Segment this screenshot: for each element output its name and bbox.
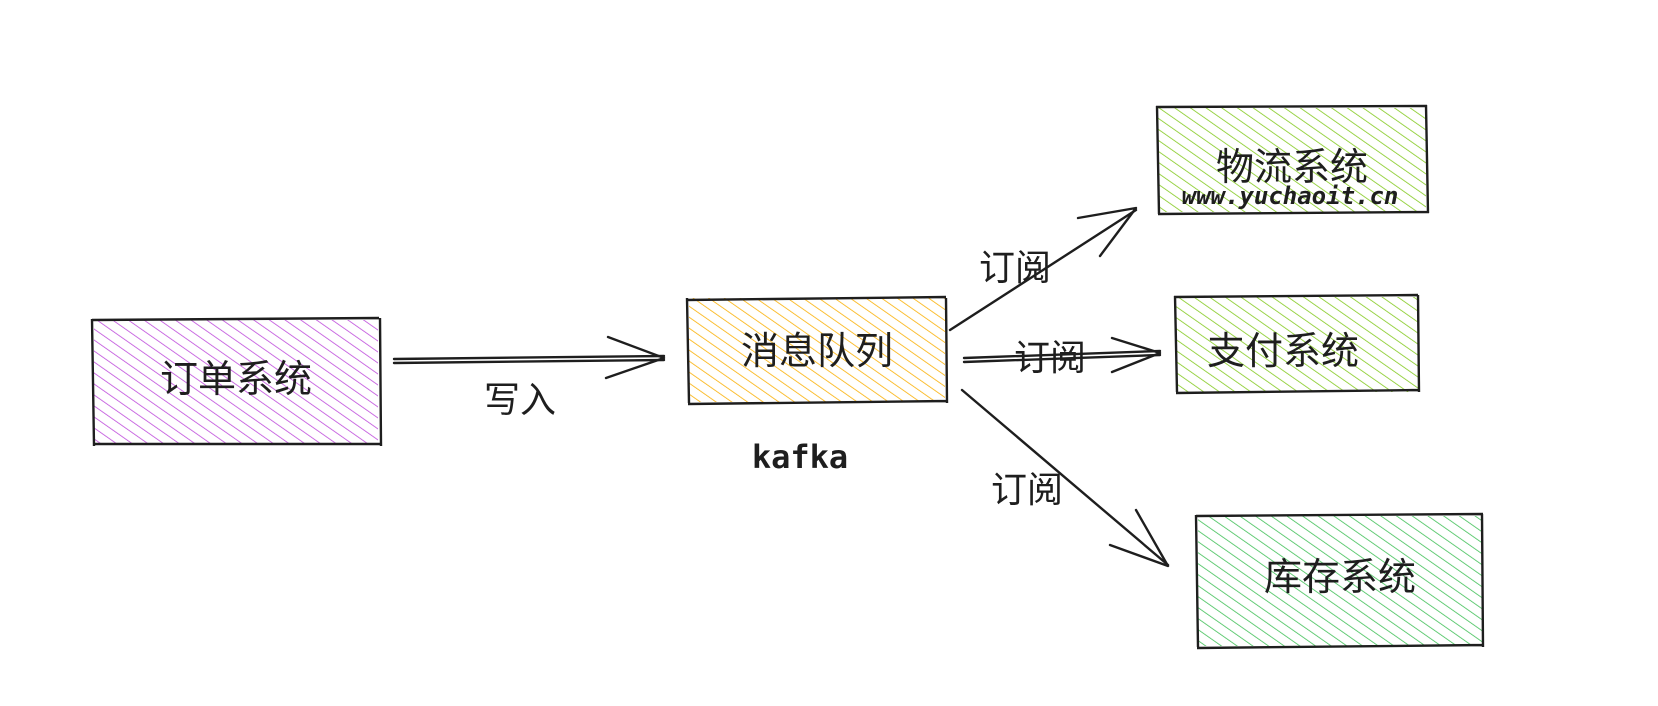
logistics-system-border [1155, 104, 1430, 216]
inventory-system-fill [1198, 516, 1482, 646]
logistics-system-node[interactable]: 物流系统 www.yuchaoit.cn [1155, 104, 1430, 216]
write-arrow-head [604, 335, 666, 380]
message-queue-fill [689, 298, 945, 402]
subscribe-logistics-arrow-head [1076, 206, 1138, 258]
write-arrow-line [392, 354, 666, 361]
payment-system-fill [1176, 297, 1418, 392]
order-system-node[interactable]: 订单系统 [90, 316, 383, 447]
payment-system-node[interactable]: 支付系统 [1173, 293, 1421, 395]
subscribe-logistics-label: 订阅 [979, 248, 1051, 289]
payment-system-label: 支付系统 [1207, 329, 1359, 373]
subscribe-inventory-label: 订阅 [991, 470, 1063, 511]
inventory-system-node[interactable]: 库存系统 [1194, 512, 1485, 650]
order-system-fill [94, 320, 378, 444]
logistics-system-label: 物流系统 [1216, 145, 1368, 189]
subscribe-payment-label: 订阅 [1014, 338, 1086, 379]
message-queue-node[interactable]: 消息队列 [685, 295, 949, 406]
subscribe-logistics-arrow-line [948, 208, 1138, 332]
subscribe-inventory-arrow-head [1108, 508, 1170, 568]
subscribe-inventory-arrow-line [960, 388, 1170, 567]
payment-system-border [1173, 293, 1421, 395]
subscribe-payment-arrow-line [962, 349, 1162, 360]
logistics-system-fill [1158, 108, 1426, 212]
message-queue-label: 消息队列 [741, 329, 893, 373]
watermark: www.yuchaoit.cn [1182, 182, 1399, 210]
subscribe-logistics-edge[interactable]: 订阅 [948, 206, 1138, 332]
write-arrow-line-double [392, 358, 666, 365]
inventory-system-label: 库存系统 [1264, 555, 1416, 599]
inventory-system-border [1194, 512, 1485, 650]
subscribe-inventory-edge[interactable]: 订阅 [960, 388, 1170, 568]
message-queue-border [685, 295, 949, 406]
kafka-note: kafka [752, 438, 848, 476]
subscribe-payment-arrow-line-double [962, 353, 1162, 364]
subscribe-payment-arrow-head [1110, 336, 1162, 374]
subscribe-payment-edge[interactable]: 订阅 [962, 336, 1162, 379]
write-edge[interactable]: 写入 [392, 335, 666, 421]
order-system-label: 订单系统 [160, 357, 312, 401]
order-system-border [90, 316, 383, 447]
write-label: 写入 [484, 380, 556, 421]
